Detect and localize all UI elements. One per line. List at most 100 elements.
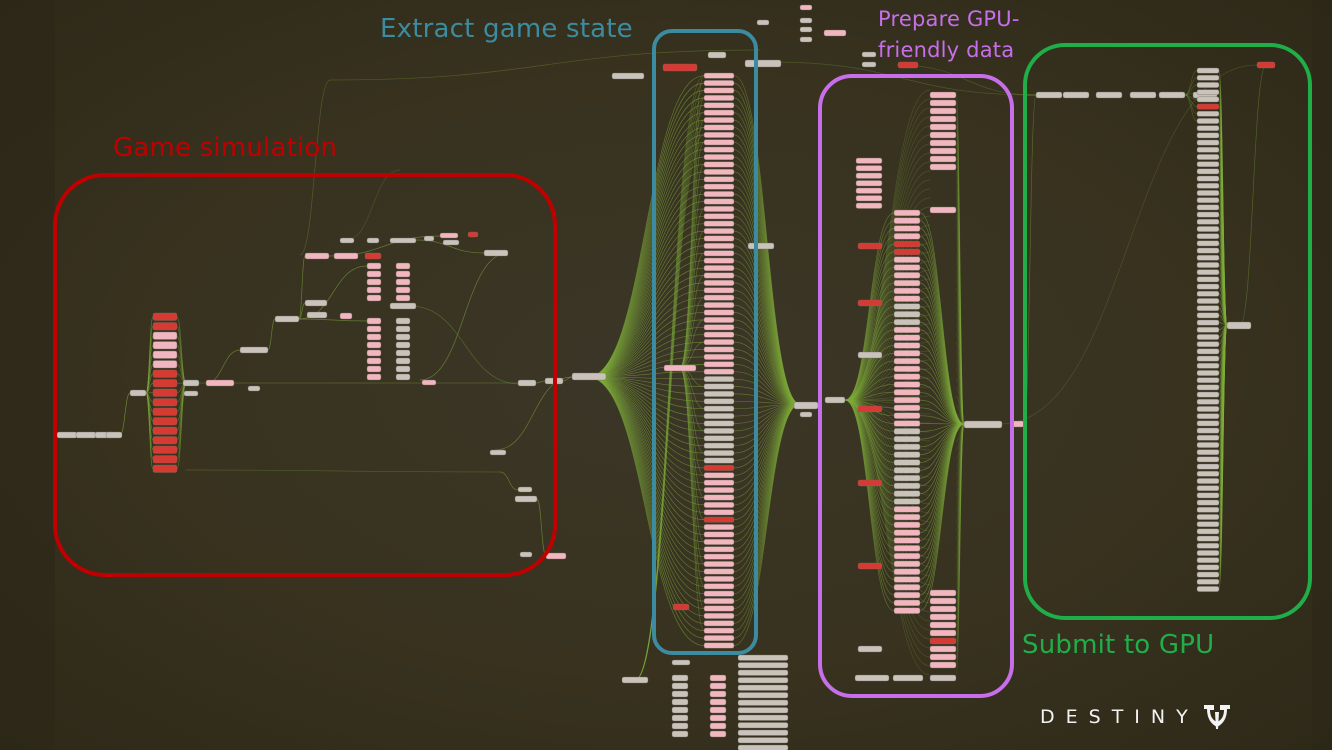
task-node: [893, 334, 921, 341]
task-node: [1196, 348, 1220, 355]
dependency-edge: [955, 368, 965, 425]
dependency-edge: [634, 127, 705, 681]
task-node: [274, 315, 300, 323]
task-node: [333, 252, 359, 260]
dependency-edge: [955, 423, 965, 460]
task-node: [703, 398, 735, 405]
task-node: [707, 51, 727, 59]
task-node: [893, 428, 921, 435]
dependency-edge: [587, 376, 705, 602]
task-node: [799, 411, 813, 418]
dependency-edge: [955, 143, 965, 425]
task-node: [339, 237, 355, 244]
dependency-edge: [955, 314, 965, 425]
dependency-edge: [844, 107, 931, 401]
task-node: [1196, 507, 1220, 513]
task-node: [893, 467, 921, 474]
task-node: [1196, 334, 1220, 340]
destiny-logo: DESTINY: [1040, 702, 1233, 732]
task-node: [799, 4, 813, 11]
task-node: [671, 659, 691, 666]
dependency-edge: [844, 298, 895, 401]
dependency-edge: [955, 423, 965, 658]
task-node: [671, 722, 689, 730]
dependency-edge: [844, 161, 931, 401]
task-node: [1196, 82, 1220, 88]
dependency-edge: [844, 274, 895, 401]
dependency-edge: [955, 359, 965, 425]
dependency-edge: [733, 312, 801, 405]
dependency-edge: [587, 164, 705, 378]
task-node: [1196, 413, 1220, 420]
task-node: [703, 294, 735, 301]
task-node: [703, 361, 735, 368]
dependency-edge: [955, 179, 965, 425]
dependency-edge: [844, 170, 931, 401]
task-node: [893, 498, 921, 505]
task-node: [703, 161, 735, 168]
dependency-edge: [955, 278, 965, 425]
task-node: [1196, 528, 1220, 535]
task-node: [1196, 103, 1220, 110]
extract-game-state-box: [652, 29, 758, 655]
dependency-edge: [733, 297, 801, 405]
task-node: [737, 677, 789, 684]
task-node: [893, 545, 921, 552]
task-node: [671, 714, 689, 722]
task-node: [703, 568, 735, 575]
task-node: [737, 654, 789, 661]
task-node: [366, 357, 382, 365]
dependency-edge: [919, 423, 965, 612]
dependency-edge: [844, 337, 895, 401]
dependency-edge: [955, 188, 965, 425]
dependency-edge: [587, 104, 705, 378]
dependency-edge: [119, 392, 131, 436]
task-node: [395, 373, 411, 381]
task-node: [1095, 91, 1123, 99]
group-boxes: [53, 29, 1312, 698]
task-node: [929, 206, 957, 214]
task-node: [1196, 132, 1220, 139]
task-node: [929, 674, 957, 682]
dependency-edge: [844, 259, 895, 401]
dependency-edge: [955, 350, 965, 425]
task-node: [152, 312, 178, 321]
task-node: [703, 72, 735, 79]
dependency-edge: [955, 423, 965, 505]
task-node: [1062, 91, 1090, 99]
task-node: [703, 539, 735, 545]
task-node: [709, 706, 727, 714]
dependency-edge: [955, 197, 965, 425]
dependency-edge: [844, 399, 931, 478]
dependency-edge: [919, 274, 965, 425]
task-node: [129, 389, 147, 397]
task-node: [1196, 521, 1220, 527]
task-node: [893, 225, 921, 232]
task-node: [703, 183, 735, 190]
dependency-edge: [955, 242, 965, 425]
task-node: [737, 722, 789, 729]
task-node: [857, 479, 883, 487]
task-node: [366, 262, 382, 270]
task-node: [662, 63, 698, 72]
task-node: [1196, 391, 1220, 398]
dependency-edge: [844, 314, 931, 401]
task-node: [893, 342, 921, 349]
dependency-edge: [733, 186, 801, 405]
task-node: [247, 385, 261, 392]
task-node: [703, 280, 735, 286]
task-node: [703, 94, 735, 101]
task-node: [893, 506, 921, 513]
dependency-edge: [634, 82, 705, 681]
task-node: [703, 131, 735, 138]
dependency-edge: [733, 164, 801, 405]
dependency-edge: [955, 423, 965, 451]
task-node: [1196, 154, 1220, 160]
task-node: [366, 325, 382, 333]
task-node: [855, 187, 883, 194]
task-node: [1196, 463, 1220, 470]
task-node: [366, 341, 382, 349]
dependency-edge: [1239, 64, 1267, 326]
dependency-edge: [919, 329, 965, 425]
task-node: [1035, 91, 1063, 99]
